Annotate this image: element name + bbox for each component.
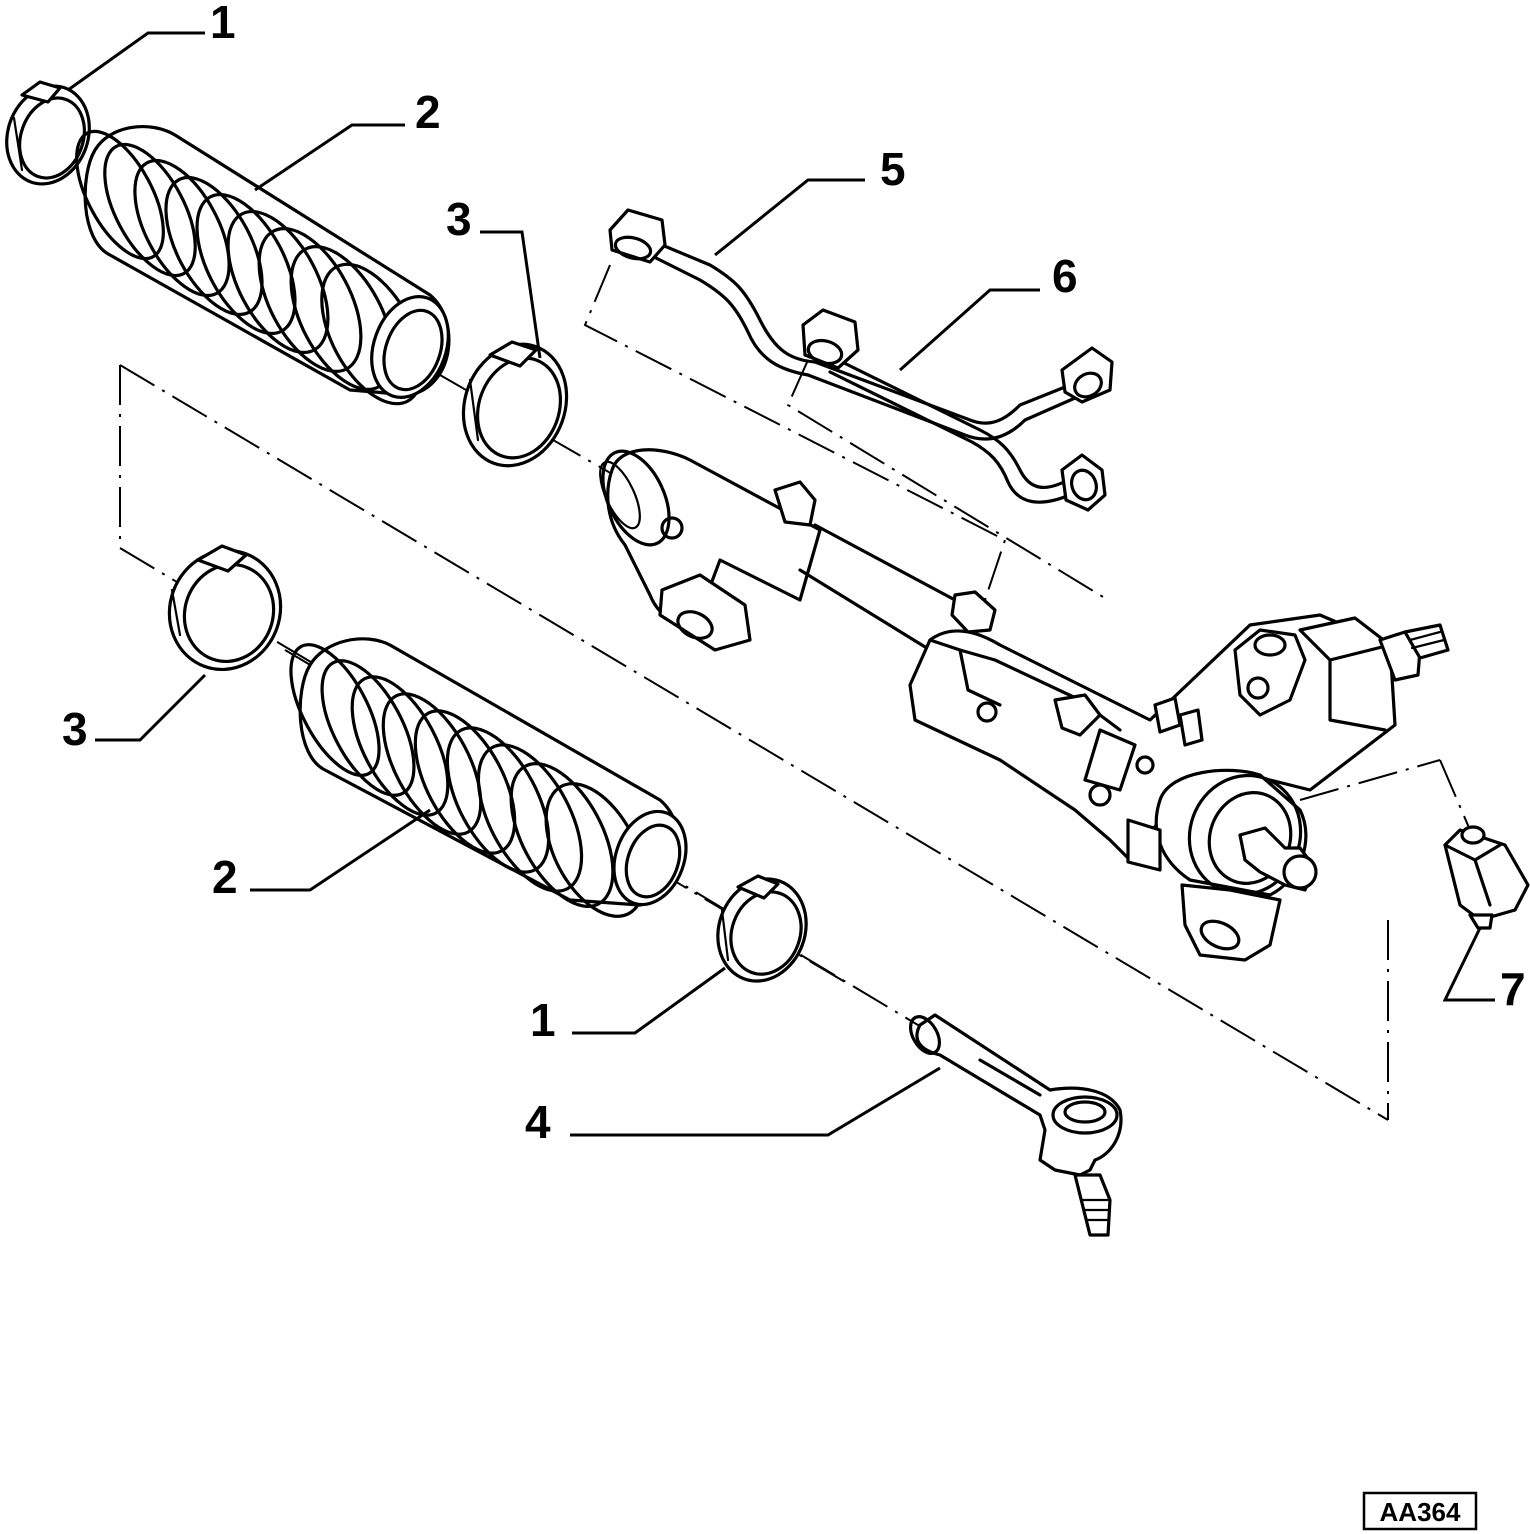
reference-code: AA364 [1380,1497,1461,1527]
callout-label: 4 [525,1096,551,1148]
callout-label: 2 [415,86,441,138]
rack-housing [599,448,1450,962]
callout-label: 6 [1052,250,1078,302]
clamp-top-left [5,80,91,186]
callout-label: 2 [212,851,238,903]
callout-label: 3 [446,193,472,245]
tie-rod-end [908,1013,1123,1237]
clamp-left-middle [167,544,283,672]
callout-labels: 1 2 3 5 6 3 2 1 4 7 [62,0,1526,1148]
boot-top [75,125,451,406]
leader-lines [67,31,1495,1137]
callout-label: 1 [210,0,236,48]
clamp-top-middle [461,340,569,468]
callout-label: 5 [880,143,906,195]
pipe-lower [801,308,1107,512]
pipe-upper [608,208,1114,441]
callout-label: 1 [530,994,556,1046]
sensor [1443,825,1530,930]
boot-bottom [289,637,688,918]
reference-code-box: AA364 [1362,1491,1478,1531]
callout-label: 3 [62,703,88,755]
clamp-bottom-middle [716,874,808,983]
callout-label: 7 [1500,963,1526,1015]
